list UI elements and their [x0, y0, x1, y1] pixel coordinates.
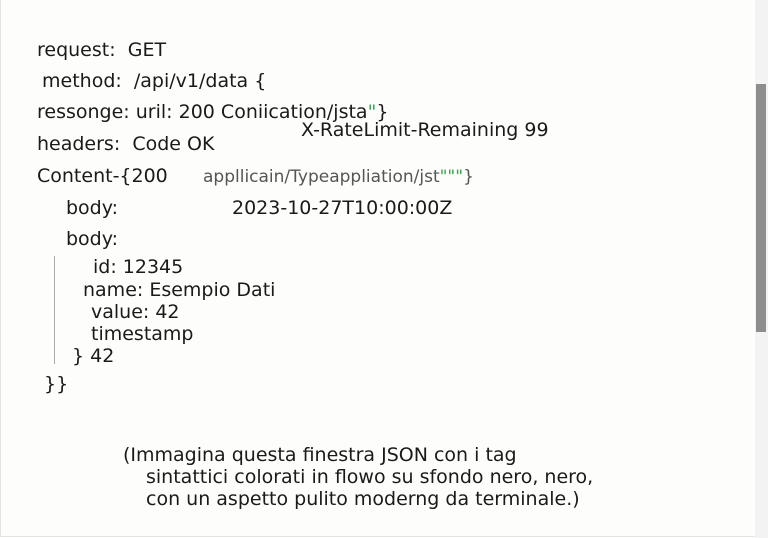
key-body: body:	[66, 197, 119, 219]
key-content: Content-	[37, 165, 120, 187]
closing-brace: }	[376, 101, 389, 123]
timestamp-value: 2023-10-27T10:00:00Z	[232, 197, 452, 219]
code-line-timestamp: timestamp	[91, 323, 194, 345]
code-line-value: value: 42	[91, 301, 180, 323]
code-line-id: id: 12345	[93, 256, 184, 278]
code-line-content: Content-{200	[37, 165, 168, 187]
code-line-method: method: /api/v1/data {	[42, 70, 266, 92]
code-line-name: name: Esempio Dati	[83, 279, 276, 301]
key-method: method:	[42, 70, 122, 92]
code-line-request: request: GET	[37, 39, 166, 61]
key-headers: headers:	[37, 133, 121, 155]
note-line-2: sintattici colorati in flowo su sfondo n…	[146, 466, 594, 488]
timestamp-text: 2023-10-27T10:00:00Z	[232, 197, 453, 219]
code-line-body-2: body:	[66, 228, 118, 250]
note-line-3: con un aspetto pulito moderng da termina…	[146, 488, 580, 510]
value-request: GET	[127, 39, 167, 61]
quote-marks: """	[439, 167, 464, 187]
value-headers: Code OK	[132, 133, 215, 155]
value-response: uril: 200	[135, 101, 215, 123]
code-line-response: ressonge: uril: 200 Coniication/jsta"}	[37, 101, 388, 123]
ratelimit-header: X-RateLimit-Remaining 99	[301, 119, 549, 141]
code-line-close: } 42	[72, 345, 115, 367]
key-request: request:	[37, 39, 116, 61]
value-content: {200	[119, 165, 168, 187]
content-type-text: appllicain/Typeappliation/jst	[203, 167, 440, 187]
indent-guide	[54, 256, 55, 364]
code-line-headers: headers: Code OK	[37, 133, 214, 155]
closing-brace: }	[463, 167, 474, 187]
quote-mark: "	[367, 101, 377, 123]
note-line-1: (Immagina questa finestra JSON con i tag	[123, 444, 517, 466]
content-type-value: Coniication/jsta	[220, 101, 368, 123]
value-method: /api/v1/data {	[133, 70, 267, 92]
code-line-body: body:	[66, 197, 118, 219]
content-type-line: appllicain/Typeappliation/jst"""}	[203, 166, 474, 188]
code-line-ratelimit: X-RateLimit-Remaining 99	[301, 119, 549, 141]
key-response: ressonge:	[37, 101, 130, 123]
key-body-2: body:	[66, 228, 119, 250]
scrollbar-thumb[interactable]	[756, 84, 766, 332]
code-line-end: }}	[44, 373, 69, 395]
